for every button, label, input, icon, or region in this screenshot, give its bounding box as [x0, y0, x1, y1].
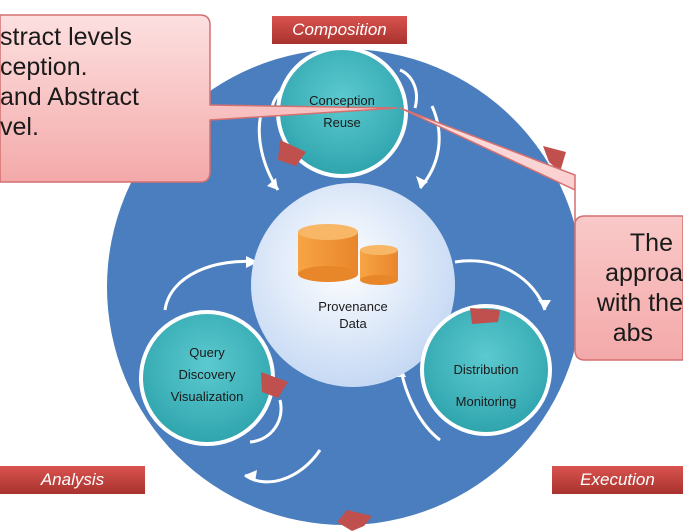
composition-label: Composition: [292, 20, 387, 39]
database-icon: [298, 224, 398, 285]
right-callout-text: The approa with the abs: [582, 228, 683, 348]
left-callout-text: stract levels ception. and Abstract vel.: [0, 22, 139, 142]
reuse-line: Reuse: [323, 115, 361, 130]
execution-label: Execution: [580, 470, 655, 489]
right-callout-line: approa: [605, 259, 683, 287]
visualization-line: Visualization: [170, 389, 244, 404]
conception-line: Conception: [309, 93, 375, 108]
right-callout-line: abs: [612, 319, 653, 347]
provenance-node-text: Provenance Data: [303, 298, 403, 332]
query-line: Query: [189, 345, 225, 360]
left-callout-line: ception.: [0, 53, 88, 81]
analysis-label-box: [0, 466, 145, 494]
left-callout-line: and Abstract: [0, 83, 139, 111]
execution-label-box: [552, 466, 683, 494]
execution-node: [420, 304, 552, 436]
query-node-text: Query Discovery Visualization: [147, 342, 267, 408]
left-callout-line: vel.: [0, 113, 39, 141]
left-callout-line: stract levels: [0, 23, 132, 51]
distribution-node-text: Distribution Monitoring: [436, 354, 536, 418]
right-callout-line: The: [629, 229, 673, 257]
right-callout-line: with the: [596, 289, 683, 317]
left-callout-shape: [0, 14, 399, 183]
conception-node-text: Conception Reuse: [292, 90, 392, 134]
node-arrow-heads: [261, 140, 500, 398]
discovery-line: Discovery: [178, 367, 236, 382]
analysis-label: Analysis: [40, 470, 105, 489]
cycle-arrow-heads: [337, 146, 566, 531]
provenance-line: Provenance: [318, 299, 388, 314]
distribution-line: Distribution: [453, 362, 519, 377]
right-callout-shape: [399, 107, 683, 361]
data-line: Data: [339, 316, 367, 331]
composition-label-box: [272, 16, 407, 44]
monitoring-line: Monitoring: [455, 394, 517, 409]
